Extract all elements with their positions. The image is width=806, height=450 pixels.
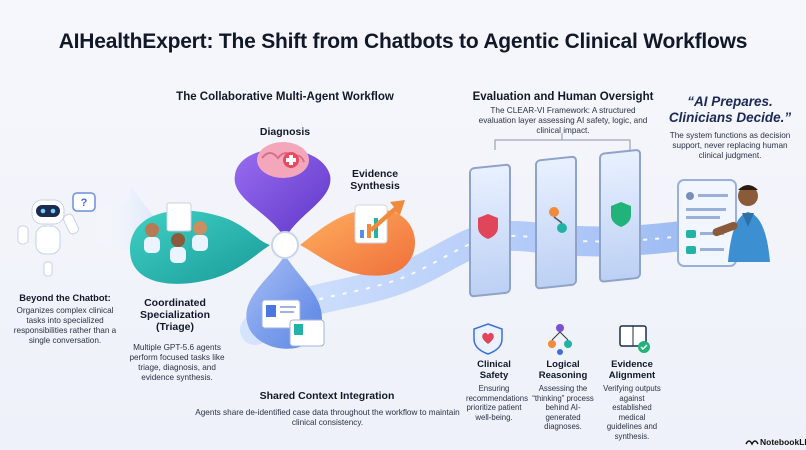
patient-cards [261,299,325,347]
quote-line-1: “AI Prepares. [687,94,773,109]
quote-text: The system functions as decision support… [669,131,791,160]
brain-icon [257,142,309,178]
robot-icon [17,199,79,277]
notebooklm-logo-icon [745,440,759,446]
svg-text:?: ? [81,197,88,209]
pillar-text: Verifying outputs against established me… [603,384,661,441]
workflow-heading: The Collaborative Multi-Agent Workflow [176,91,394,103]
book-check-icon [619,325,650,353]
chatbot-heading: Beyond the Chatbot: [19,293,111,303]
evidence-panel [599,149,641,283]
page-title: AIHealthExpert: The Shift from Chatbots … [58,30,748,53]
pillar-clinical-safety: Clinical Safety Ensuring recommendations… [466,359,528,422]
evaluation-heading: Evaluation and Human Oversight [472,91,654,103]
pillar-title: Logical Reasoning [538,359,588,381]
shared-context-text: Agents share de-identified case data thr… [195,408,460,427]
evaluation-text: The CLEAR-VI Framework: A structured eva… [478,106,648,135]
chatbot-text: Organizes complex clinical tasks into sp… [13,306,117,345]
diagnosis-label: Diagnosis [259,126,311,138]
pillar-logical-reasoning: Logical Reasoning Assessing the “thinkin… [530,359,596,432]
specialization-text: Multiple GPT-5.6 agents perform focused … [129,343,225,382]
question-bubble-icon: ? [72,192,96,212]
safety-panel [469,163,511,298]
pillar-icons [473,323,650,355]
report-chart-icon [354,200,405,244]
reasoning-tree-icon [548,324,572,355]
quote-line-2: Clinicians Decide.” [668,110,792,125]
notebooklm-brand: NotebookLM [760,437,806,447]
pillar-title: Evidence Alignment [608,359,656,381]
evidence-synthesis-label: Evidence Synthesis [350,168,400,192]
care-team-icon [144,202,208,263]
specialization-heading: Coordinated Specialization (Triage) [139,297,211,333]
hub-center [271,231,299,259]
pillar-text: Assessing the “thinking” process behind … [532,384,594,431]
shared-context-heading: Shared Context Integration [259,390,395,402]
pillar-title: Clinical Safety [477,359,511,381]
diagnosis-petal [234,148,331,240]
clinician-illustration [677,179,770,267]
chatbot-block: Beyond the Chatbot: Organizes complex cl… [10,293,120,346]
shield-heart-icon [473,323,503,355]
pillar-evidence-alignment: Evidence Alignment Verifying outputs aga… [600,359,664,441]
reasoning-panel [535,155,577,290]
pillar-text: Ensuring recommendations prioritize pati… [466,384,528,422]
